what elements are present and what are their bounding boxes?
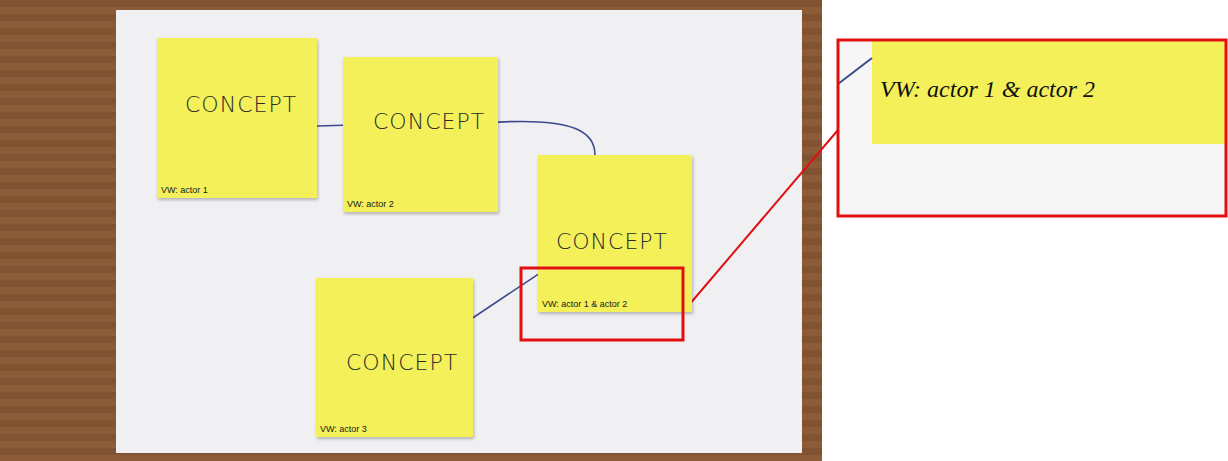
connector-line <box>498 121 595 155</box>
sticky-note: CONCEPT VW: actor 1 & actor 2 <box>538 155 692 312</box>
concept-text: CONCEPT <box>556 229 668 254</box>
zoom-label: VW: actor 1 & actor 2 <box>880 76 1095 103</box>
zoom-frame <box>838 40 1226 216</box>
concept-text: CONCEPT <box>185 92 297 117</box>
viewpoint-note: VW: actor 3 <box>320 424 367 434</box>
sticky-note: CONCEPT VW: actor 3 <box>316 278 473 437</box>
wood-table <box>0 0 822 461</box>
sticky-note: CONCEPT VW: actor 2 <box>343 57 498 212</box>
inset-ground <box>822 0 1228 461</box>
connector-line <box>317 124 343 126</box>
wood-grain <box>0 0 822 461</box>
zoom-note <box>872 40 1226 144</box>
concept-text: CONCEPT <box>373 109 485 134</box>
concept-text: CONCEPT <box>346 350 458 375</box>
zoom-ground <box>838 40 1226 216</box>
connector-line <box>473 274 538 317</box>
paper-sheet <box>116 10 802 453</box>
zoom-pointer <box>683 130 838 312</box>
viewpoint-note: VW: actor 1 <box>161 185 208 195</box>
viewpoint-note: VW: actor 2 <box>347 199 394 209</box>
zoom-wire <box>838 58 872 84</box>
sticky-note: CONCEPT VW: actor 1 <box>157 38 317 198</box>
viewpoint-note: VW: actor 1 & actor 2 <box>542 299 627 309</box>
